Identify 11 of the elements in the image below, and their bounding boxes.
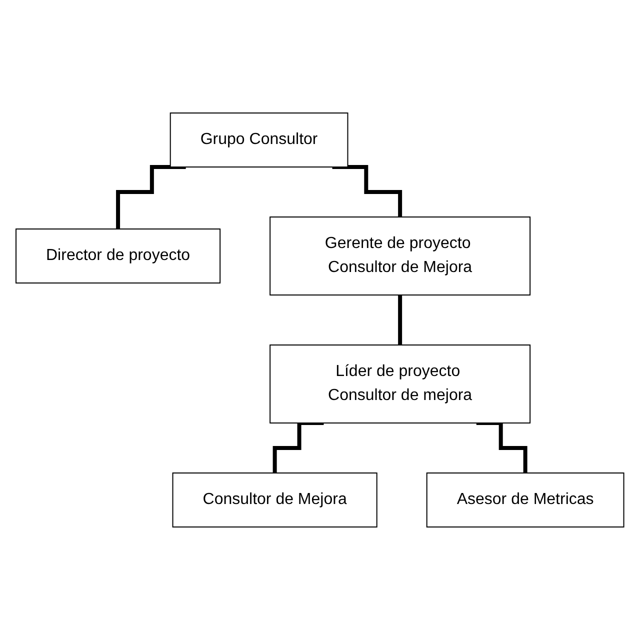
connector: [398, 292, 402, 346]
node-box: Asesor de Metricas: [426, 472, 624, 527]
connector: [332, 164, 402, 218]
node-box: Gerente de proyecto Consultor de Mejora: [270, 216, 531, 295]
connector: [116, 164, 186, 230]
node-box: Consultor de Mejora: [172, 472, 378, 527]
node-box: Grupo Consultor: [170, 112, 348, 167]
node-box: Director de proyecto: [16, 228, 221, 283]
connector: [272, 420, 324, 474]
connector: [476, 420, 528, 474]
node-box: Líder de proyecto Consultor de mejora: [270, 344, 531, 423]
